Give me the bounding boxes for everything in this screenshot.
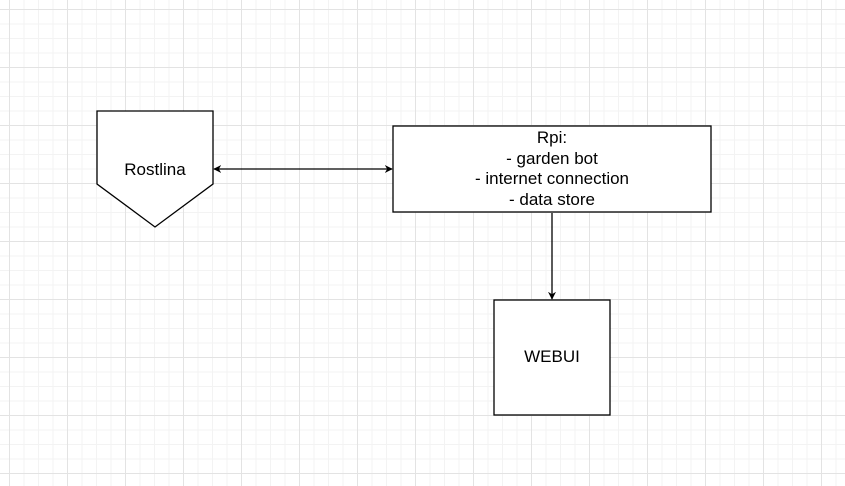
- rpi-node-shape[interactable]: [392, 125, 712, 213]
- rostlina-node-shape[interactable]: [96, 110, 214, 228]
- webui-node-shape[interactable]: [493, 299, 611, 416]
